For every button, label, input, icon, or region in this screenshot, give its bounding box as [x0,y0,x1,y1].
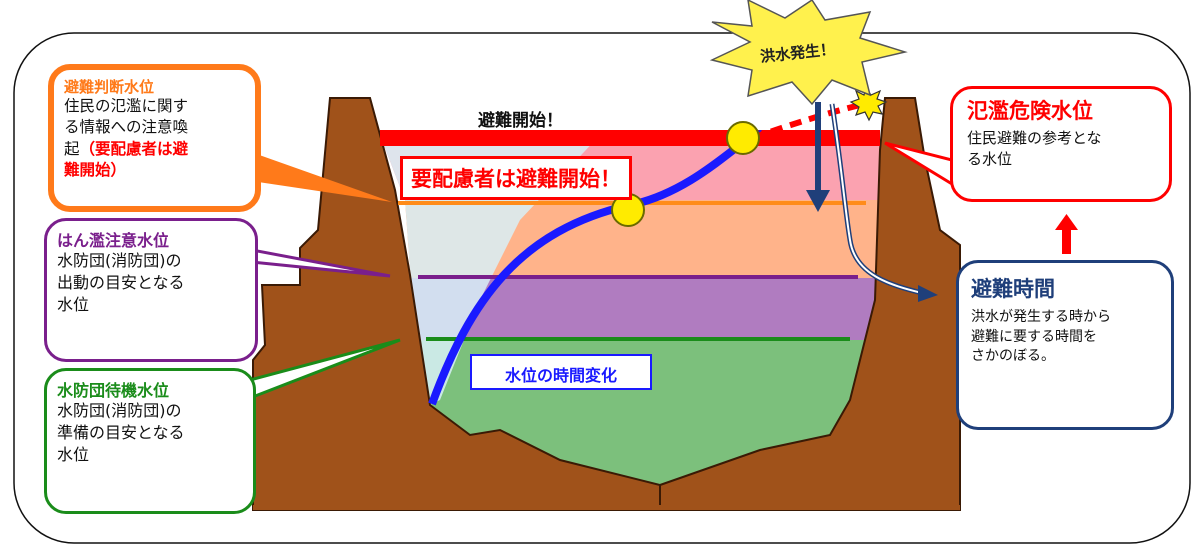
standby-title: 水防団待機水位 [57,381,170,400]
evacuation-time-line: 避難に要する時間を [971,328,1097,345]
standby-line: 水防団(消防団)の [57,401,182,421]
flood-warning-line: 水位 [57,295,90,315]
flood-danger-line: る水位 [967,149,1013,168]
evacuation-judgment-note: （要配慮者は避 [79,139,189,158]
evacuation-judgment-line: 起 [64,139,80,158]
flood-warning-level-box: はん濫注意水位 水防団(消防団)の 出動の目安となる 水位 [44,218,258,362]
arrow-up-icon [1062,228,1071,254]
evacuation-judgment-note: 難開始） [64,161,127,180]
flood-warning-title: はん濫注意水位 [57,231,170,250]
small-burst-icon [849,86,888,122]
evacuation-time-box: 避難時間 洪水が発生する時から 避難に要する時間を さかのぼる。 [956,260,1174,430]
explosion-burst-icon [709,0,908,106]
water-level-curve [428,136,749,406]
flood-danger-line: 住民避難の参考とな [967,129,1102,148]
evacuation-judgment-title: 避難判断水位 [64,78,155,96]
evacuation-judgment-box: 避難判断水位 住民の氾濫に関す る情報への注意喚 起（要配慮者は避 難開始） [48,64,261,212]
evacuation-judgment-line: る情報への注意喚 [64,118,189,137]
evacuation-time-title: 避難時間 [971,277,1055,301]
flood-warning-line: 水防団(消防団)の [57,251,182,271]
flood-danger-title: 氾濫危険水位 [967,99,1093,123]
vulnerable-evacuation-banner: 要配慮者は避難開始！ [400,156,632,200]
right-river-bank [659,97,961,511]
standby-line: 準備の目安となる [57,423,185,443]
forecast-dashed-line [751,102,861,141]
outer-frame [13,32,1191,544]
evacuation-start-label: 避難開始！ [478,111,563,131]
warning-point-icon [726,121,760,155]
evacuation-time-line: 洪水が発生する時から [971,309,1111,326]
evacuation-time-line: さかのぼる。 [971,347,1055,364]
standby-level-box: 水防団待機水位 水防団(消防団)の 準備の目安となる 水位 [44,368,256,514]
standby-line: 水位 [57,445,90,465]
water-level-change-label: 水位の時間変化 [470,354,652,390]
pointer-evacuation-judgment [245,150,392,202]
flood-danger-level-line [380,130,880,146]
flood-danger-level-box: 氾濫危険水位 住民避難の参考とな る水位 [950,86,1172,202]
evacuation-judgment-line: 住民の氾濫に関す [64,97,189,115]
flood-warning-line: 出動の目安となる [57,273,185,293]
